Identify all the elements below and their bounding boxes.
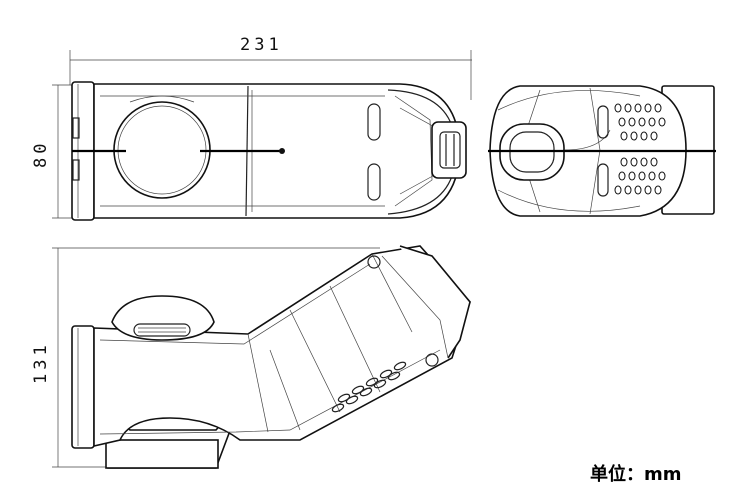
- dimension-height-label: 80: [31, 140, 51, 168]
- unit-label: 单位：mm: [590, 463, 682, 485]
- dimension-height: 80: [31, 84, 76, 219]
- side-slots: [331, 361, 407, 413]
- dimension-width: 231: [69, 35, 472, 100]
- dimension-width-label: 231: [240, 35, 283, 55]
- end-view: [488, 85, 716, 217]
- dimension-side-height: 131: [31, 247, 380, 468]
- vent-holes: [614, 103, 666, 195]
- dimension-side-height-label: 131: [31, 341, 51, 384]
- side-view: [71, 245, 471, 469]
- top-view: [71, 81, 467, 221]
